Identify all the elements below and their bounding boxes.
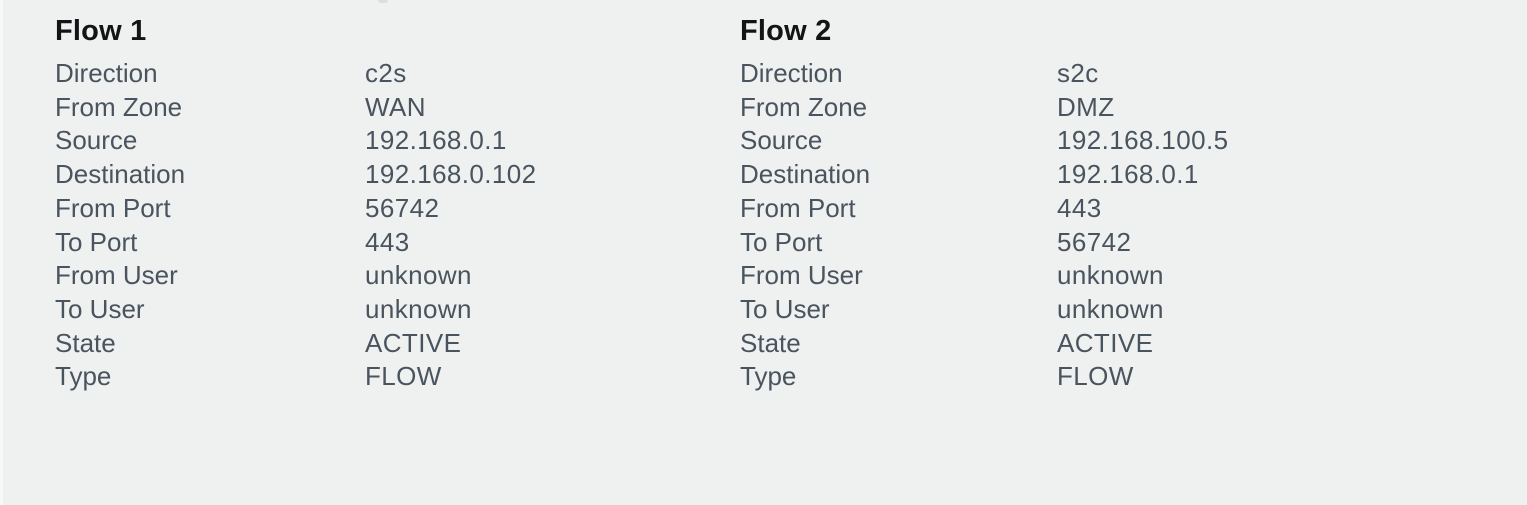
field-label-from-zone: From Zone xyxy=(740,91,868,122)
field-value-to-port: 443 xyxy=(365,226,410,257)
field-row-source: Source 192.168.100.5 xyxy=(740,124,1228,158)
field-value-to-user: unknown xyxy=(365,293,472,324)
flow1-section: Flow 1 Direction c2s From Zone WAN Sourc… xyxy=(55,16,536,394)
field-value-direction: c2s xyxy=(365,58,407,88)
field-label-to-port: To Port xyxy=(740,226,823,257)
field-label-from-user: From User xyxy=(55,260,178,291)
flow2-title: Flow 2 xyxy=(740,15,832,47)
field-row-direction: Direction c2s xyxy=(55,57,536,91)
field-row-to-port: To Port 56742 xyxy=(740,226,1228,260)
field-value-from-zone: WAN xyxy=(365,91,426,122)
field-label-direction: Direction xyxy=(55,58,158,88)
field-value-source: 192.168.0.1 xyxy=(365,125,507,156)
field-label-destination: Destination xyxy=(55,159,186,190)
field-label-to-port: To Port xyxy=(55,226,138,257)
field-row-from-user: From User unknown xyxy=(740,259,1228,293)
field-row-from-zone: From Zone WAN xyxy=(55,91,536,125)
field-value-type: FLOW xyxy=(365,361,442,392)
field-value-from-zone: DMZ xyxy=(1057,91,1115,122)
field-value-from-port: 443 xyxy=(1057,192,1102,223)
field-value-to-user: unknown xyxy=(1057,293,1164,324)
field-row-from-zone: From Zone DMZ xyxy=(740,91,1228,125)
field-label-state: State xyxy=(55,327,116,358)
field-value-type: FLOW xyxy=(1057,361,1134,392)
field-value-from-port: 56742 xyxy=(365,192,440,223)
field-label-to-user: To User xyxy=(55,293,145,324)
field-row-state: State ACTIVE xyxy=(740,327,1228,361)
field-row-destination: Destination 192.168.0.102 xyxy=(55,158,536,192)
field-value-direction: s2c xyxy=(1057,58,1099,88)
flow2-section: Flow 2 Direction s2c From Zone DMZ Sourc… xyxy=(740,16,1228,394)
field-row-from-port: From Port 443 xyxy=(740,192,1228,226)
field-label-type: Type xyxy=(740,361,797,392)
field-row-from-port: From Port 56742 xyxy=(55,192,536,226)
field-value-state: ACTIVE xyxy=(365,327,462,358)
field-label-state: State xyxy=(740,327,801,358)
field-row-to-user: To User unknown xyxy=(740,293,1228,327)
field-row-type: Type FLOW xyxy=(55,360,536,394)
field-label-type: Type xyxy=(55,361,112,392)
field-value-source: 192.168.100.5 xyxy=(1057,125,1229,156)
flow1-fields: Direction c2s From Zone WAN Source 192.1… xyxy=(55,57,536,394)
field-label-source: Source xyxy=(740,125,823,156)
field-row-direction: Direction s2c xyxy=(740,57,1228,91)
field-row-source: Source 192.168.0.1 xyxy=(55,124,536,158)
field-label-destination: Destination xyxy=(740,159,871,190)
field-value-from-user: unknown xyxy=(1057,260,1164,291)
field-label-from-port: From Port xyxy=(55,192,171,223)
flow1-title: Flow 1 xyxy=(55,15,147,47)
flow2-fields: Direction s2c From Zone DMZ Source 192.1… xyxy=(740,57,1228,394)
field-label-to-user: To User xyxy=(740,293,830,324)
field-label-direction: Direction xyxy=(740,58,843,88)
field-value-to-port: 56742 xyxy=(1057,226,1132,257)
field-value-from-user: unknown xyxy=(365,260,472,291)
field-label-source: Source xyxy=(55,125,138,156)
field-label-from-zone: From Zone xyxy=(55,91,183,122)
field-label-from-port: From Port xyxy=(740,192,856,223)
field-row-from-user: From User unknown xyxy=(55,259,536,293)
field-value-destination: 192.168.0.1 xyxy=(1057,159,1199,190)
panel-left-edge xyxy=(0,0,3,505)
field-row-destination: Destination 192.168.0.1 xyxy=(740,158,1228,192)
field-row-to-port: To Port 443 xyxy=(55,226,536,260)
field-value-state: ACTIVE xyxy=(1057,327,1154,358)
field-label-from-user: From User xyxy=(740,260,863,291)
field-value-destination: 192.168.0.102 xyxy=(365,159,537,190)
field-row-type: Type FLOW xyxy=(740,360,1228,394)
field-row-state: State ACTIVE xyxy=(55,327,536,361)
scrollbar-remnant-mark xyxy=(378,0,388,3)
field-row-to-user: To User unknown xyxy=(55,293,536,327)
